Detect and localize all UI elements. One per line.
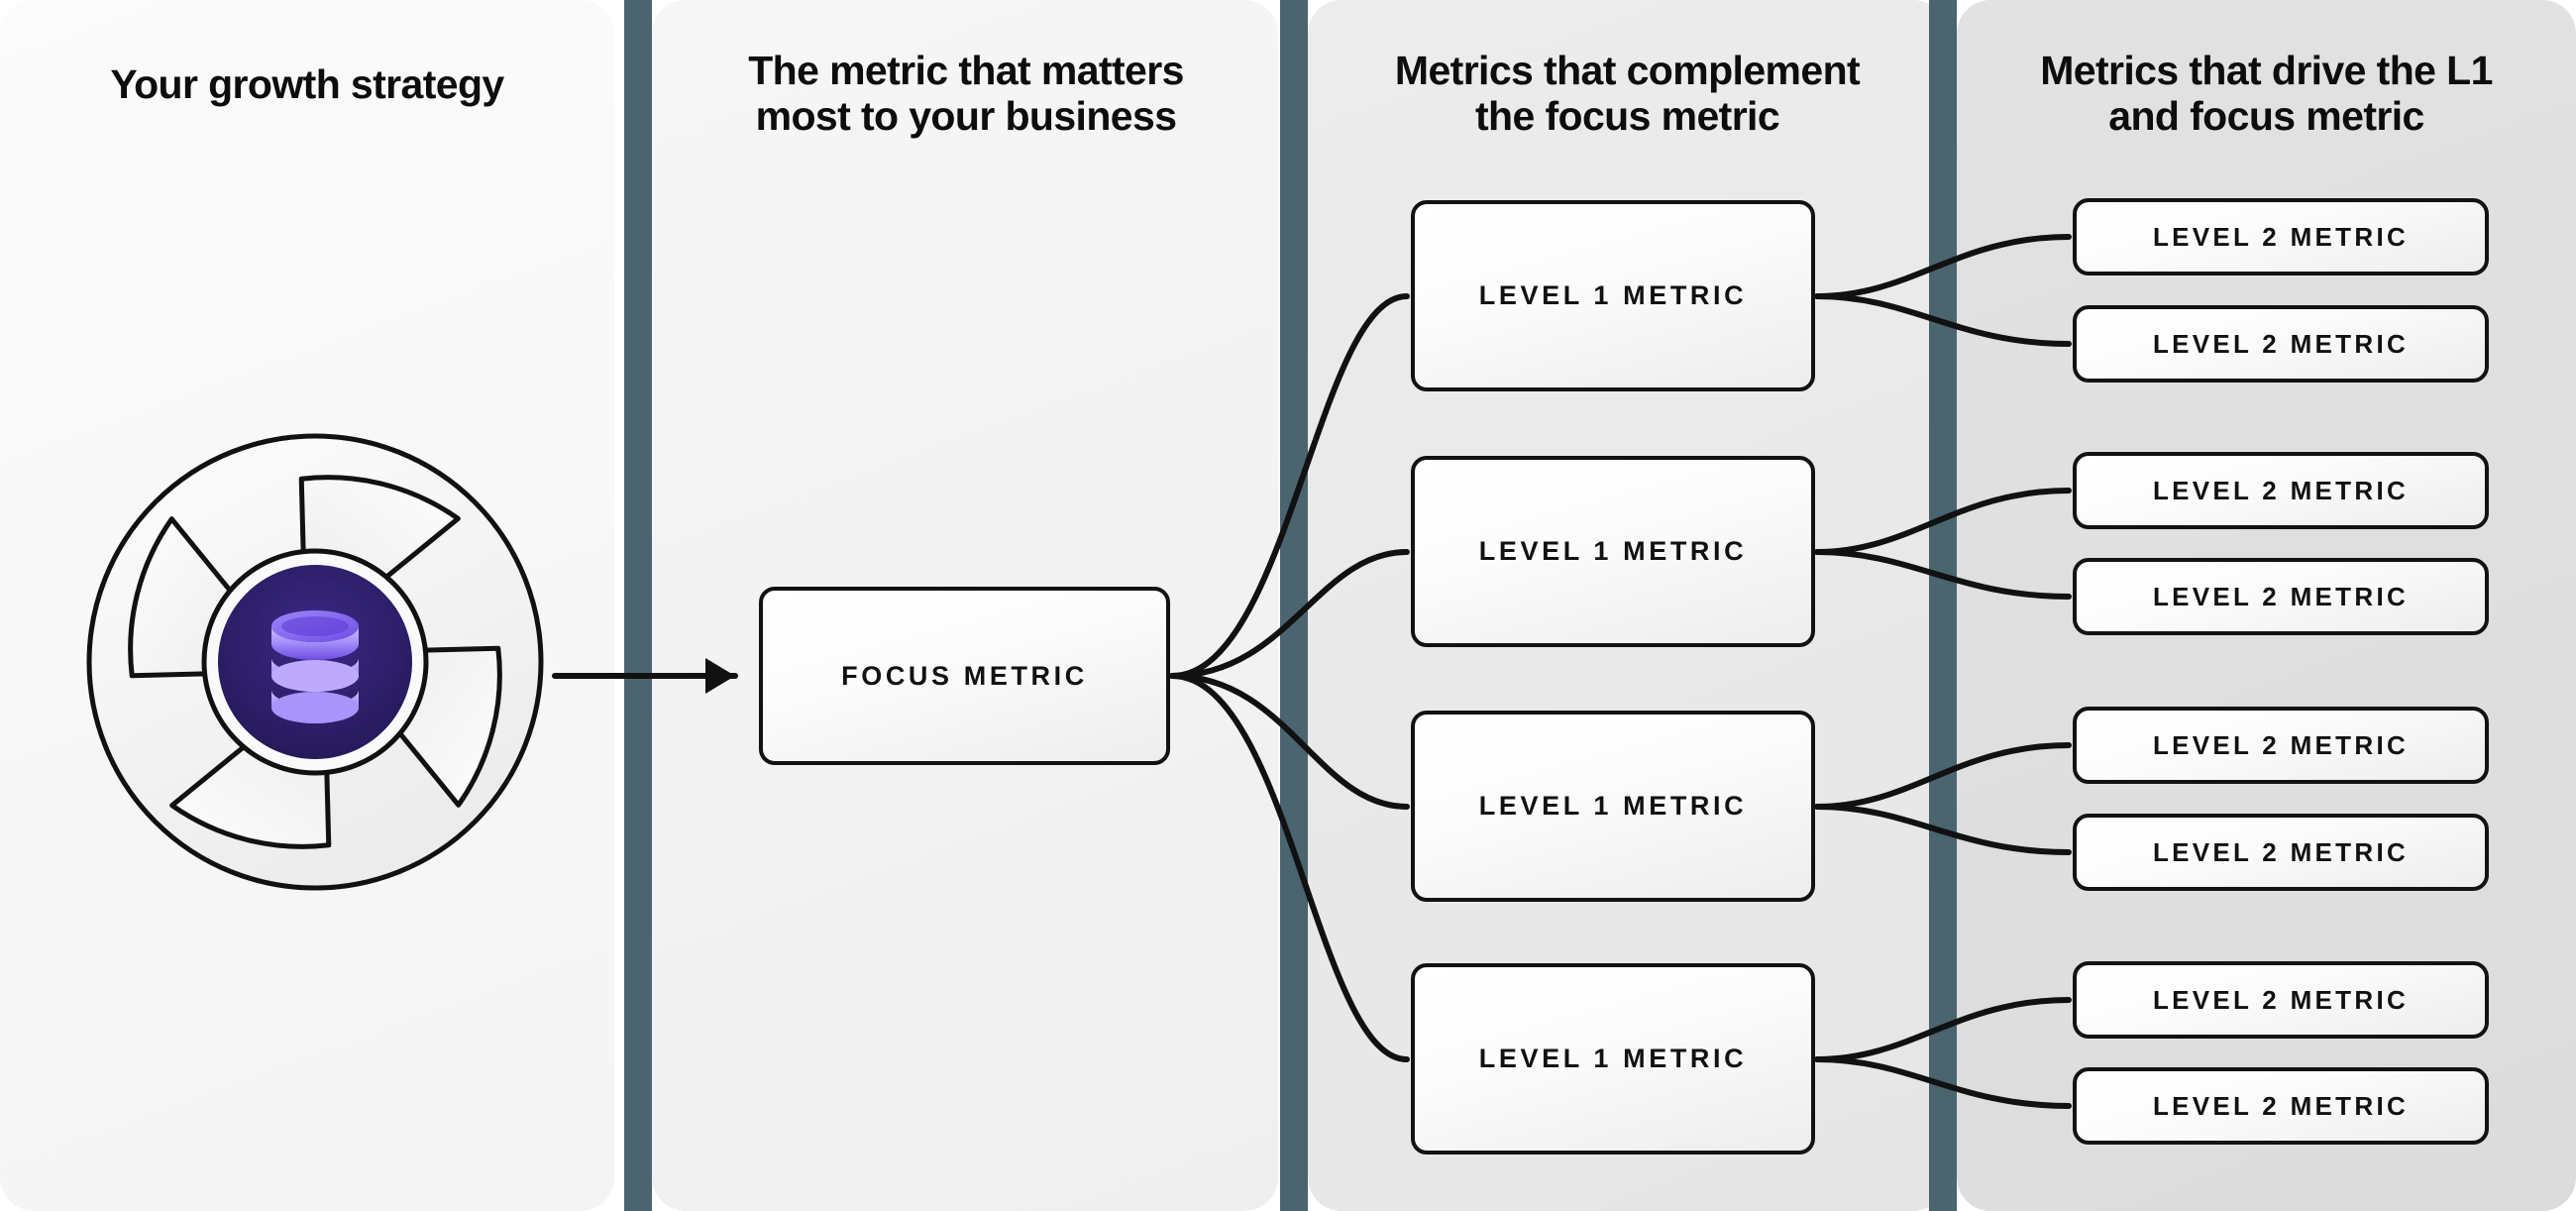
column-divider-2 xyxy=(1280,0,1308,1211)
column-divider-1 xyxy=(624,0,652,1211)
database-cylinder xyxy=(271,610,359,723)
node-level2-metric-5[interactable]: LEVEL 2 METRIC xyxy=(2073,707,2489,784)
node-level1-metric-3[interactable]: LEVEL 1 METRIC xyxy=(1411,711,1815,902)
column-title-driver-metrics: Metrics that drive the L1 and focus metr… xyxy=(2040,48,2493,140)
node-level2-metric-1[interactable]: LEVEL 2 METRIC xyxy=(2073,198,2489,275)
node-level1-metric-1[interactable]: LEVEL 1 METRIC xyxy=(1411,200,1815,391)
aperture-database-icon xyxy=(86,433,544,891)
node-level1-metric-4[interactable]: LEVEL 1 METRIC xyxy=(1411,963,1815,1155)
node-focus-metric[interactable]: FOCUS METRIC xyxy=(759,587,1170,765)
node-level2-metric-2[interactable]: LEVEL 2 METRIC xyxy=(2073,305,2489,383)
column-title-focus-metric: The metric that matters most to your bus… xyxy=(748,48,1184,140)
node-level2-metric-3[interactable]: LEVEL 2 METRIC xyxy=(2073,452,2489,529)
column-divider-3 xyxy=(1929,0,1957,1211)
column-title-growth-strategy: Your growth strategy xyxy=(110,61,504,107)
node-level2-metric-8[interactable]: LEVEL 2 METRIC xyxy=(2073,1067,2489,1145)
node-level2-metric-6[interactable]: LEVEL 2 METRIC xyxy=(2073,814,2489,891)
column-title-complement-metrics: Metrics that complement the focus metric xyxy=(1394,48,1861,140)
node-level2-metric-4[interactable]: LEVEL 2 METRIC xyxy=(2073,558,2489,635)
node-level1-metric-2[interactable]: LEVEL 1 METRIC xyxy=(1411,456,1815,647)
node-level2-metric-7[interactable]: LEVEL 2 METRIC xyxy=(2073,961,2489,1039)
